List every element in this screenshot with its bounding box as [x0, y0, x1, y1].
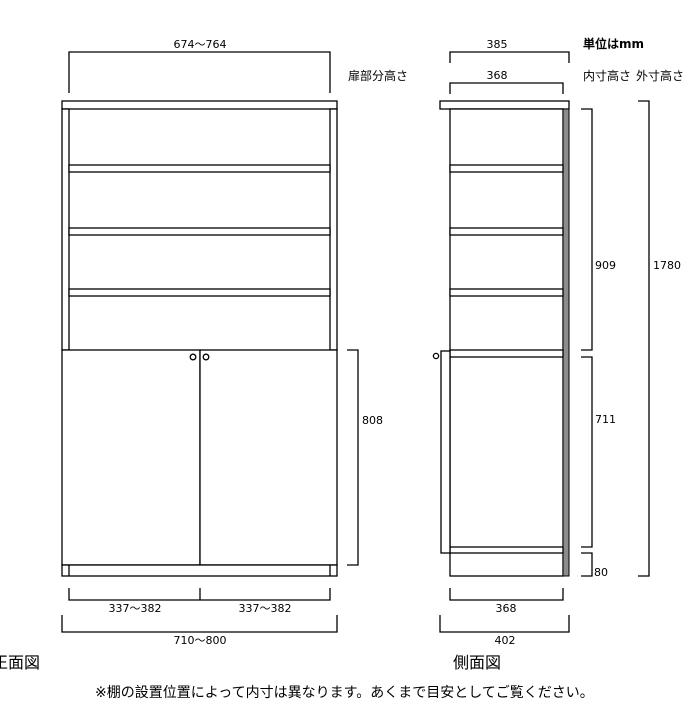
door-height-dimension [347, 349, 359, 566]
cabinet-body [449, 108, 564, 577]
upper-inner-height-dimension [581, 108, 593, 351]
bottom-board [449, 546, 564, 554]
lower-inner-height-dimension [581, 356, 593, 548]
shelf [449, 227, 564, 236]
door-knob-icon [189, 353, 197, 361]
shelf [449, 288, 564, 297]
outer-depth-dimension [439, 615, 570, 633]
shelf [449, 349, 564, 358]
inner-depth-dimension [449, 82, 564, 94]
door-width-dimension [68, 588, 331, 601]
shelf [449, 164, 564, 173]
door-knob-icon [202, 353, 210, 361]
left-side-panel [61, 108, 70, 351]
inner-height-heading: 内寸高さ [583, 68, 631, 83]
outer-width-label: 710〜800 [174, 634, 227, 647]
inner-width-label: 674〜764 [174, 38, 227, 51]
outer-height-dimension [638, 100, 650, 577]
door-side [440, 350, 451, 554]
lower-inner-height-label: 711 [595, 413, 616, 426]
top-board [61, 100, 338, 110]
side-view-title: 側面図 [453, 653, 501, 672]
right-door [199, 349, 338, 566]
door-height-label: 808 [362, 414, 383, 427]
shelf [68, 227, 331, 236]
inner-depth-top-label: 368 [487, 69, 508, 82]
back-panel [562, 108, 570, 577]
shelf [68, 164, 331, 173]
top-depth-dimension [449, 51, 570, 63]
inner-depth-bottom-label: 368 [496, 602, 517, 615]
right-side-panel [329, 108, 338, 351]
front-view-title: 正面図 [0, 653, 40, 672]
left-door [61, 349, 201, 566]
door-width-right-label: 337〜382 [239, 602, 292, 615]
front-view: 674〜764 扉部分高さ 808 337〜382 337〜382 710〜80… [0, 38, 408, 672]
side-view: 単位はmm 385 368 内寸高さ 外寸高さ 909 711 80 1780 … [432, 36, 684, 672]
plinth-height-label: 80 [594, 566, 608, 579]
upper-inner-height-label: 909 [595, 259, 616, 272]
outer-width-dimension [61, 615, 338, 633]
inner-depth-bottom-dimension [449, 588, 564, 601]
outer-depth-label: 402 [495, 634, 516, 647]
plinth [61, 564, 338, 577]
outer-height-label: 1780 [653, 259, 681, 272]
inner-width-dimension [68, 51, 331, 93]
top-depth-label: 385 [487, 38, 508, 51]
shelf [68, 288, 331, 297]
plinth-height-dimension [581, 552, 593, 577]
door-height-heading: 扉部分高さ [348, 68, 408, 83]
outer-height-heading: 外寸高さ [636, 68, 684, 83]
top-board [439, 100, 570, 110]
door-knob-icon [432, 352, 440, 360]
door-width-left-label: 337〜382 [109, 602, 162, 615]
unit-label: 単位はmm [583, 36, 644, 51]
note-text: ※棚の設置位置によって内寸は異なります。あくまで目安としてご覧ください。 [95, 684, 594, 701]
